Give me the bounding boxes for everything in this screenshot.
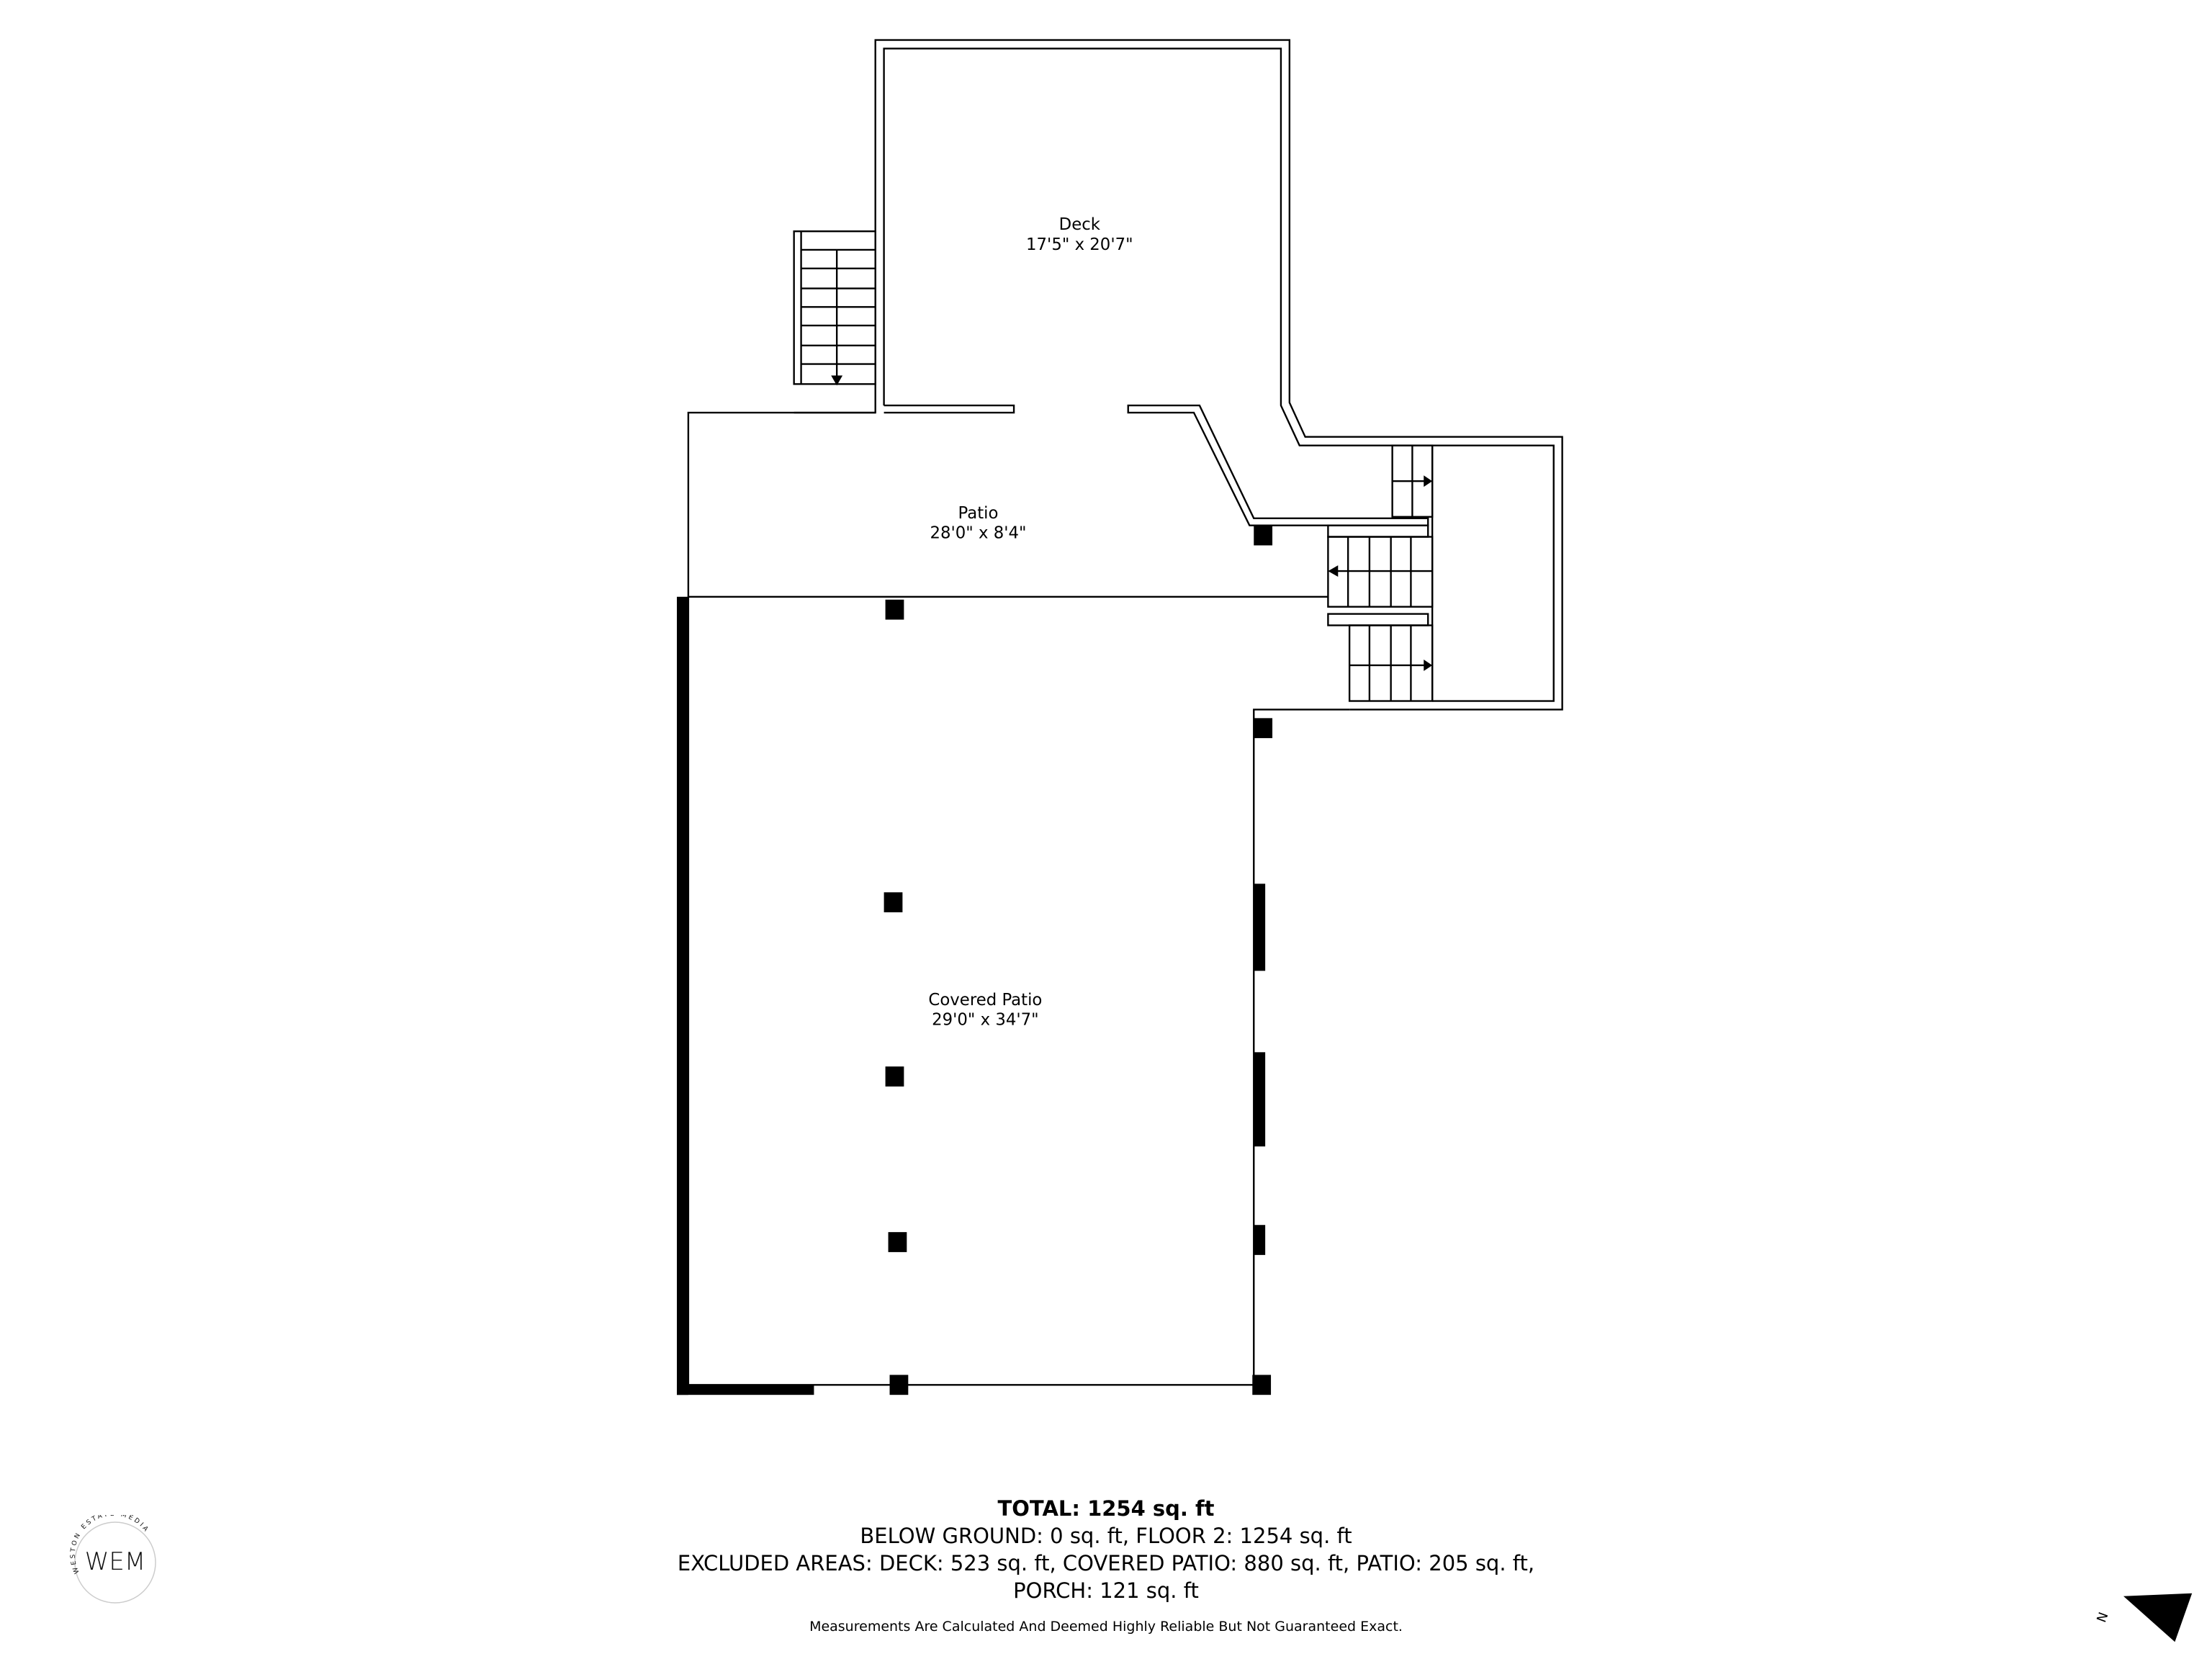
area-line-porch: PORCH: 121 sq. ft xyxy=(1013,1578,1199,1603)
deck-walls xyxy=(793,39,1563,711)
post xyxy=(1254,525,1273,546)
disclaimer: Measurements Are Calculated And Deemed H… xyxy=(809,1619,1403,1635)
wall xyxy=(1254,884,1266,971)
room-dimensions-deck: 17'5" x 20'7" xyxy=(1026,235,1133,254)
room-name-patio: Patio xyxy=(958,504,999,523)
post xyxy=(888,1232,907,1252)
stairs-left xyxy=(793,230,876,385)
room-dimensions-patio: 28'0" x 8'4" xyxy=(930,524,1026,543)
stair-arrow-icon xyxy=(1424,660,1433,671)
total-area: TOTAL: 1254 sq. ft xyxy=(997,1496,1215,1521)
patio-outline xyxy=(687,411,1328,598)
post xyxy=(889,1375,909,1395)
company-logo: WEM WESTON ESTATE MEDIA xyxy=(69,1511,161,1607)
wall xyxy=(1254,1052,1266,1147)
north-label: N xyxy=(2094,1610,2111,1624)
post xyxy=(885,1066,904,1087)
room-name-covered-patio: Covered Patio xyxy=(928,991,1042,1010)
stair-arrow-icon xyxy=(1424,475,1433,487)
area-line-excluded: EXCLUDED AREAS: DECK: 523 sq. ft, COVERE… xyxy=(677,1551,1535,1575)
room-dimensions-covered-patio: 29'0" x 34'7" xyxy=(932,1011,1039,1030)
area-line-floors: BELOW GROUND: 0 sq. ft, FLOOR 2: 1254 sq… xyxy=(860,1524,1352,1548)
post xyxy=(1252,1375,1272,1395)
post xyxy=(884,892,903,913)
wall xyxy=(1254,1225,1266,1255)
stairs-porch xyxy=(1327,444,1434,702)
north-arrow-icon: N xyxy=(2094,1593,2193,1642)
area-summary: TOTAL: 1254 sq. ft BELOW GROUND: 0 sq. f… xyxy=(0,1495,2212,1604)
room-name-deck: Deck xyxy=(1059,215,1101,234)
post xyxy=(885,599,904,620)
wall xyxy=(677,1385,814,1395)
wall xyxy=(677,596,688,1395)
stair-arrow-icon xyxy=(831,375,843,386)
post xyxy=(1254,718,1273,739)
stair-arrow-icon xyxy=(1328,565,1339,577)
svg-text:WEM: WEM xyxy=(85,1547,145,1576)
